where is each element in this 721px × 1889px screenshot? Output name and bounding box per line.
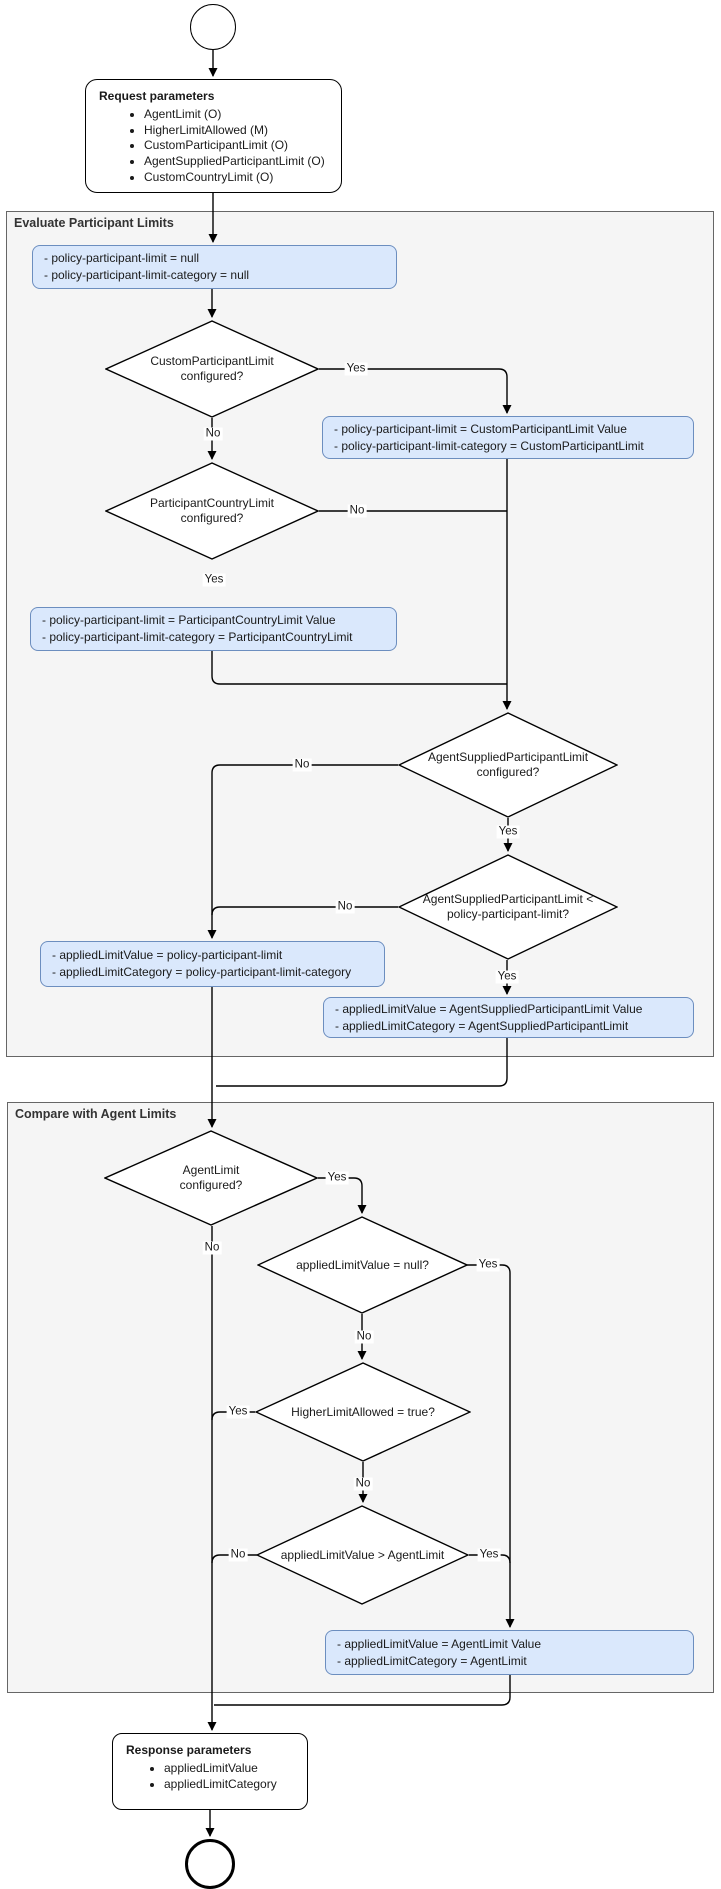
edge-d4-no — [211, 906, 398, 916]
edge-label-no: No — [228, 1548, 248, 1562]
edge-d5-yes — [318, 1177, 367, 1214]
init-policy-limit-box: - policy-participant-limit = null - poli… — [32, 245, 397, 289]
decision-agent-supplied-configured: AgentSuppliedParticipantLimit configured… — [398, 712, 618, 818]
decision-participant-country-limit: ParticipantCountryLimit configured? — [105, 462, 319, 560]
decision-applied-gt-agent-limit: appliedLimitValue > AgentLimit — [256, 1505, 469, 1605]
agent-limit-applied-box: - appliedLimitValue = AgentLimit Value -… — [325, 1630, 694, 1675]
policy-applied-limit-box: - appliedLimitValue = policy-participant… — [40, 941, 385, 987]
decision-applied-limit-null: appliedLimitValue = null? — [257, 1216, 468, 1314]
decision-agent-supplied-compare: AgentSuppliedParticipantLimit < policy-p… — [398, 854, 618, 960]
decision-text: ParticipantCountryLimit — [149, 496, 275, 510]
custom-participant-limit-box: - policy-participant-limit = CustomParti… — [322, 416, 694, 459]
request-param-item: CustomCountryLimit (O) — [144, 170, 328, 184]
decision-text: CustomParticipantLimit — [150, 354, 274, 368]
edge-d7-yes — [211, 1411, 255, 1421]
edge-label-no: No — [353, 1477, 373, 1491]
assignment-line: - policy-participant-limit = Participant… — [42, 613, 336, 627]
participant-country-limit-box: - policy-participant-limit = Participant… — [30, 607, 397, 651]
decision-text: HigherLimitAllowed = true? — [291, 1404, 435, 1419]
decision-text: configured? — [476, 765, 540, 779]
edge-label-no: No — [335, 900, 355, 914]
edge-label-yes: Yes — [476, 1258, 500, 1272]
decision-higher-limit-allowed: HigherLimitAllowed = true? — [255, 1362, 471, 1462]
edge-label-yes: Yes — [496, 825, 520, 839]
start-node — [190, 4, 236, 50]
assignment-line: - policy-participant-limit = null — [44, 251, 200, 265]
decision-text: AgentSuppliedParticipantLimit < — [422, 892, 594, 906]
edge-d3-no — [207, 764, 398, 939]
edge-label-yes: Yes — [325, 1171, 349, 1185]
decision-agent-limit-configured: AgentLimit configured? — [104, 1130, 318, 1226]
edge-box5-down — [216, 1038, 508, 1087]
decision-custom-participant-limit: CustomParticipantLimit configured? — [105, 320, 319, 418]
assignment-line: - policy-participant-limit-category = nu… — [44, 268, 250, 282]
end-node — [185, 1839, 235, 1889]
agent-supplied-applied-limit-box: - appliedLimitValue = AgentSuppliedParti… — [323, 997, 694, 1038]
edge-label-no: No — [347, 504, 367, 518]
edge-label-yes: Yes — [226, 1405, 250, 1419]
assignment-line: - appliedLimitValue = AgentSuppliedParti… — [335, 1001, 643, 1016]
request-parameters-title: Request parameters — [99, 89, 215, 103]
edge-label-no: No — [292, 758, 312, 772]
decision-text: configured? — [179, 1178, 243, 1192]
edge-box3-down — [211, 651, 507, 685]
compare-section-title: Compare with Agent Limits — [15, 1107, 177, 1121]
edge-label-no: No — [354, 1330, 374, 1344]
decision-text: appliedLimitValue > AgentLimit — [280, 1547, 445, 1562]
assignment-line: - appliedLimitCategory = AgentLimit — [337, 1653, 527, 1668]
edge-label-no: No — [202, 1241, 222, 1255]
decision-text: AgentSuppliedParticipantLimit — [427, 750, 589, 764]
decision-text: configured? — [180, 511, 244, 525]
edge-label-yes: Yes — [495, 970, 519, 984]
edge-box6-down — [214, 1675, 511, 1706]
evaluate-section-title: Evaluate Participant Limits — [14, 216, 174, 230]
edge-d6-yes — [467, 1264, 515, 1628]
request-param-item: AgentLimit (O) — [144, 107, 328, 121]
assignment-line: - policy-participant-limit-category = Cu… — [334, 438, 644, 453]
assignment-line: - policy-participant-limit-category = Pa… — [42, 630, 353, 644]
edge-label-yes: Yes — [202, 573, 226, 587]
response-parameters-list: appliedLimitValue appliedLimitCategory — [126, 1761, 294, 1791]
decision-text: policy-participant-limit? — [446, 907, 570, 921]
assignment-line: - appliedLimitValue = AgentLimit Value — [337, 1636, 542, 1651]
request-param-item: CustomParticipantLimit (O) — [144, 138, 328, 152]
response-param-item: appliedLimitValue — [164, 1761, 294, 1775]
assignment-line: - policy-participant-limit = CustomParti… — [334, 421, 627, 436]
response-param-item: appliedLimitCategory — [164, 1777, 294, 1791]
edge-label-yes: Yes — [344, 362, 368, 376]
edge-d1-yes — [319, 368, 512, 414]
edge-d8-yes — [469, 1554, 511, 1564]
response-parameters-box: Response parameters appliedLimitValue ap… — [112, 1733, 308, 1810]
assignment-line: - appliedLimitValue = policy-participant… — [52, 948, 283, 962]
edge-label-no: No — [203, 427, 223, 441]
decision-text: AgentLimit — [182, 1163, 240, 1177]
request-parameters-box: Request parameters AgentLimit (O) Higher… — [85, 79, 342, 193]
request-parameters-list: AgentLimit (O) HigherLimitAllowed (M) Cu… — [99, 107, 328, 184]
request-param-item: AgentSuppliedParticipantLimit (O) — [144, 154, 328, 168]
decision-text: appliedLimitValue = null? — [296, 1257, 429, 1272]
response-parameters-title: Response parameters — [126, 1743, 252, 1757]
decision-text: configured? — [180, 369, 244, 383]
edge-d8-no — [211, 1554, 257, 1564]
request-param-item: HigherLimitAllowed (M) — [144, 123, 328, 137]
edge-label-yes: Yes — [477, 1548, 501, 1562]
assignment-line: - appliedLimitCategory = policy-particip… — [52, 965, 352, 979]
assignment-line: - appliedLimitCategory = AgentSuppliedPa… — [335, 1018, 629, 1033]
